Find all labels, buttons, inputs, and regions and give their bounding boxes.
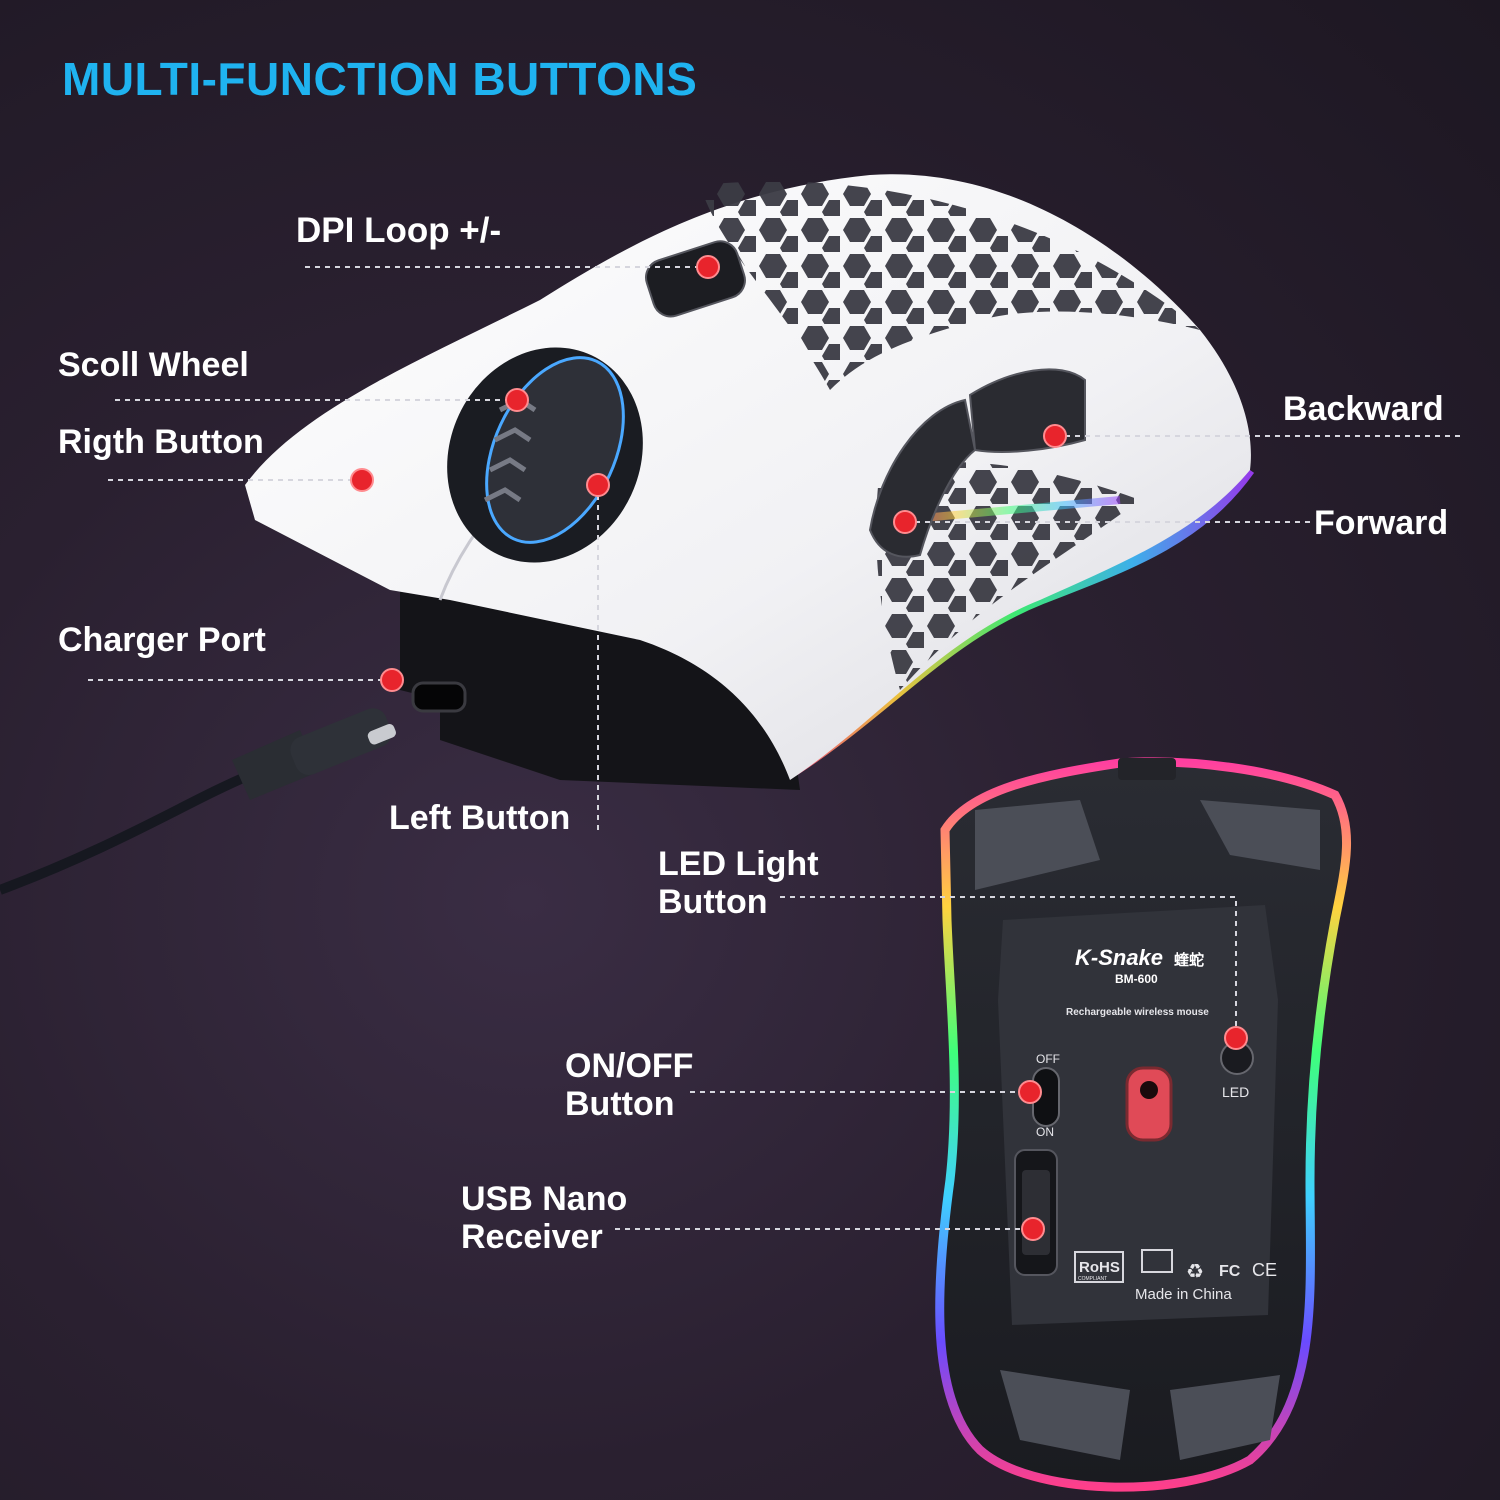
marker-onoff: [1018, 1080, 1042, 1104]
product-description: Rechargeable wireless mouse: [1066, 1007, 1209, 1018]
usb-c-tip: [367, 724, 396, 745]
mouse-foot-top-right: [1200, 800, 1320, 870]
marker-dpi: [696, 255, 720, 279]
leader-led: [780, 896, 1237, 1038]
charger-port: [411, 681, 467, 713]
label-dpi-loop: DPI Loop +/-: [296, 211, 502, 250]
label-onoff-line1: ON/OFF: [565, 1047, 694, 1085]
recycle-icon: ♻: [1186, 1259, 1204, 1283]
leader-lines: [88, 266, 1460, 1230]
usb-receiver: [1022, 1170, 1050, 1255]
marker-led: [1224, 1026, 1248, 1050]
white-mouse-top-view: [0, 174, 1255, 895]
optical-sensor: [1125, 1066, 1173, 1142]
label-left-button: Left Button: [389, 799, 571, 837]
mouse-notch: [1118, 758, 1176, 780]
rohs-text: RoHS: [1079, 1259, 1120, 1276]
mouse-foot-top-left: [975, 800, 1100, 890]
label-usb-line2: Receiver: [461, 1218, 603, 1256]
brand-logo-cjk: 蝰蛇: [1174, 951, 1204, 969]
switch-on-label: ON: [1036, 1125, 1054, 1139]
label-usb-line1: USB Nano: [461, 1180, 628, 1218]
marker-right: [350, 468, 374, 492]
led-print-label: LED: [1222, 1084, 1249, 1100]
label-right-button: Rigth Button: [58, 423, 264, 461]
rohs-compliant-text: COMPLIANT: [1078, 1276, 1107, 1282]
mouse-shell: [245, 174, 1251, 780]
tuv-cert-mark: [1141, 1249, 1173, 1273]
fcc-mark: FC: [1219, 1263, 1241, 1280]
label-backward: Backward: [1283, 390, 1444, 428]
label-led-line1: LED Light: [658, 845, 819, 883]
dpi-button: [645, 240, 746, 318]
model-number: BM-600: [1115, 972, 1158, 986]
usb-plug-head: [290, 708, 392, 776]
marker-usb: [1021, 1217, 1045, 1241]
label-led-line2: Button: [658, 883, 768, 921]
mouse-front-face: [255, 500, 800, 790]
label-scroll-wheel: Scoll Wheel: [58, 346, 249, 384]
marker-backward: [1043, 424, 1067, 448]
mouse-foot-bottom-right: [1170, 1375, 1280, 1460]
brand-logo: K-Snake: [1075, 945, 1163, 970]
rgb-glow-holes: [899, 496, 1121, 524]
rohs-badge: [1074, 1251, 1124, 1283]
usb-cable: [0, 770, 252, 895]
marker-forward: [893, 510, 917, 534]
sensor-lens: [1140, 1081, 1158, 1099]
red-markers: [350, 255, 1248, 1241]
label-charger-port: Charger Port: [58, 621, 266, 659]
ce-mark: CE: [1252, 1260, 1277, 1280]
mouse-foot-bottom-left: [1000, 1370, 1130, 1460]
label-forward: Forward: [1314, 504, 1449, 542]
black-mouse-bottom-view: [935, 757, 1352, 1492]
honeycomb-top: [700, 181, 1200, 390]
page-title: MULTI-FUNCTION BUTTONS: [62, 53, 698, 105]
switch-off-label: OFF: [1036, 1052, 1060, 1066]
made-in-china: Made in China: [1135, 1286, 1232, 1303]
marker-left: [586, 473, 610, 497]
marker-scroll: [505, 388, 529, 412]
marker-charger: [380, 668, 404, 692]
label-onoff-line2: Button: [565, 1085, 675, 1123]
